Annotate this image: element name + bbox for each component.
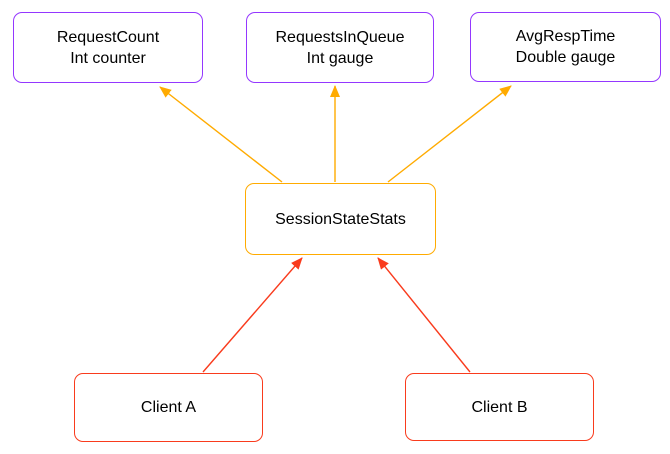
node-client-a-title: Client A xyxy=(140,399,197,416)
edge-session-state-stats-to-avg-resp-time xyxy=(387,85,512,183)
edge-client-b-to-session-state-stats xyxy=(377,257,471,373)
node-avg-resp-time: AvgRespTime Double gauge xyxy=(470,12,661,82)
node-request-count-title: RequestCount xyxy=(56,28,160,46)
node-avg-resp-time-subtitle: Double gauge xyxy=(515,49,616,66)
node-request-count-subtitle: Int counter xyxy=(70,49,146,67)
node-client-b-title: Client B xyxy=(471,398,528,416)
node-requests-in-queue-title: RequestsInQueue xyxy=(275,28,405,46)
node-requests-in-queue: RequestsInQueue Int gauge xyxy=(246,12,434,83)
node-client-b: Client B xyxy=(405,373,594,441)
node-requests-in-queue-subtitle: Int gauge xyxy=(306,49,374,67)
node-avg-resp-time-title: AvgRespTime xyxy=(515,28,616,45)
node-session-state-stats-title: SessionStateStats xyxy=(275,210,406,228)
edge-session-state-stats-to-request-count xyxy=(159,86,283,183)
node-session-state-stats: SessionStateStats xyxy=(245,183,436,255)
node-request-count: RequestCount Int counter xyxy=(13,12,203,83)
node-client-a: Client A xyxy=(74,373,263,442)
edge-client-a-to-session-state-stats xyxy=(202,257,303,373)
